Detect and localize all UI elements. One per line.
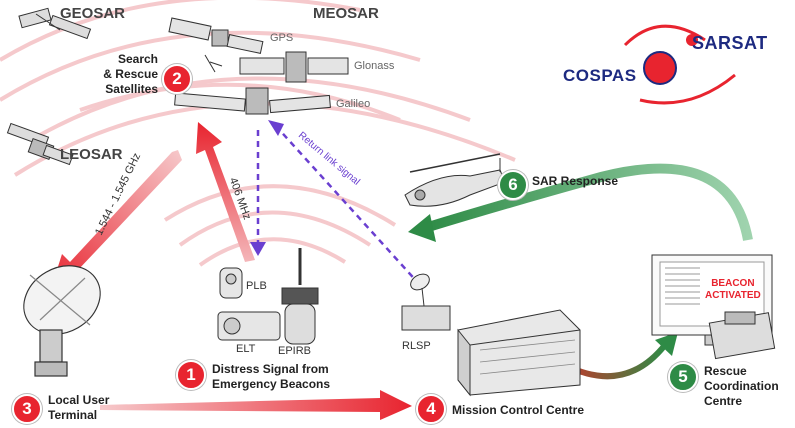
step-3-text: Local User Terminal [48, 393, 109, 423]
epirb-beacon-icon [281, 248, 319, 345]
signal-arc [163, 184, 397, 227]
gps-satellite-icon [168, 17, 264, 73]
signal-arc [0, 0, 361, 62]
meosar-label: MEOSAR [313, 5, 379, 22]
ground-link-arrow [100, 390, 412, 420]
step-1-line-1: Distress Signal from [212, 362, 329, 376]
step-2-line-3: Satellites [105, 82, 158, 96]
beacon-activated-screen: BEACON ACTIVATED [705, 278, 761, 302]
step-5-line-1: Rescue [704, 364, 747, 378]
signal-arc [79, 82, 401, 122]
cospas-sarsat-logo-icon [623, 24, 736, 105]
step-1-line-2: Emergency Beacons [212, 377, 331, 391]
return-link-arrowhead [268, 120, 284, 136]
signal-arc [198, 237, 347, 267]
sarsat-logo-text: SARSAT [692, 33, 768, 53]
screen-line-1: BEACON [711, 278, 755, 289]
sar-response-arrow [423, 163, 753, 241]
signal-arc [39, 76, 471, 137]
glonass-satellite-icon [239, 51, 349, 83]
satellite-dish-icon [23, 265, 101, 377]
geosar-satellite-icon [18, 7, 92, 40]
step-2-line-2: & Rescue [103, 67, 158, 81]
epirb-label: EPIRB [278, 345, 312, 357]
glonass-label: Glonass [354, 60, 395, 72]
step-2-text: Search & Rescue Satellites [100, 52, 158, 97]
uplink-arrow [196, 122, 255, 262]
galileo-label: Galileo [336, 98, 371, 110]
signal-arc [178, 210, 372, 247]
step-6-text: SAR Response [532, 174, 619, 188]
plb-beacon-icon [219, 267, 243, 299]
step-6-badge: 6 [498, 170, 528, 200]
leosar-label: LEOSAR [60, 146, 123, 163]
elt-label: ELT [236, 343, 256, 355]
step-5-line-3: Centre [704, 394, 743, 408]
step-3-line-2: Terminal [48, 408, 98, 422]
galileo-satellite-icon [174, 87, 331, 115]
cospas-logo-text: COSPAS [563, 66, 637, 85]
step-4-badge: 4 [416, 394, 446, 424]
return-link-arrowhead [250, 242, 266, 256]
step-4-text: Mission Control Centre [452, 403, 585, 417]
leosar-satellite-icon [6, 122, 74, 166]
step-5-line-2: Coordination [704, 379, 779, 393]
step-1-badge: 1 [176, 360, 206, 390]
step-5-badge: 5 [668, 362, 698, 392]
signal-arcs [0, 0, 516, 177]
step-5-text: Rescue Coordination Centre [704, 364, 779, 409]
geosar-label: GEOSAR [60, 5, 126, 22]
plb-label: PLB [246, 280, 267, 292]
step-3-line-1: Local User [48, 393, 110, 407]
mission-control-building-icon [457, 309, 581, 397]
sar-response-arrowhead [408, 214, 436, 242]
rcc-computer-icon [651, 254, 776, 360]
gps-label: GPS [270, 32, 294, 44]
step-2-badge: 2 [162, 64, 192, 94]
beacon-arcs [163, 184, 397, 267]
mcc-to-rcc-arrowhead [655, 332, 678, 356]
elt-beacon-icon [217, 311, 281, 341]
downlink-arrow [50, 150, 182, 292]
rlsp-label: RLSP [402, 340, 431, 352]
step-1-text: Distress Signal from Emergency Beacons [212, 362, 330, 392]
step-3-badge: 3 [12, 394, 42, 424]
screen-line-2: ACTIVATED [705, 290, 761, 301]
rlsp-antenna-icon [401, 273, 451, 331]
step-2-line-1: Search [117, 52, 158, 66]
helicopter-icon [404, 153, 506, 207]
return-link-arrows [256, 124, 421, 286]
